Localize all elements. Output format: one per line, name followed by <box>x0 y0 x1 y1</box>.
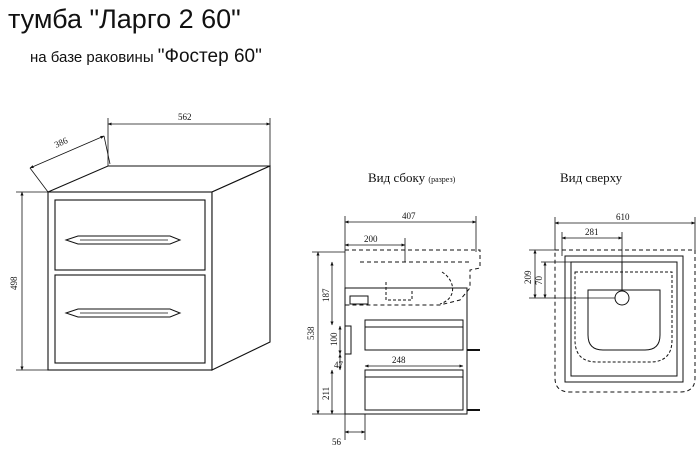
lower-handle <box>64 308 182 318</box>
dim-top-depth-inner: 70 <box>534 276 544 286</box>
dim-side-base: 56 <box>332 437 342 447</box>
side-view-label: Вид сбоку (разрез) <box>368 170 455 186</box>
dim-side-gap: 47 <box>334 360 344 370</box>
dim-iso-depth: 386 <box>53 135 70 150</box>
top-view-drawing <box>554 249 696 393</box>
dim-iso-width: 562 <box>178 112 192 122</box>
dim-side-sink-depth: 200 <box>364 234 378 244</box>
dim-top-width: 610 <box>616 212 630 222</box>
side-view-note: (разрез) <box>428 175 456 184</box>
upper-drawer-front <box>54 199 206 271</box>
side-view-title: Вид сбоку <box>368 170 426 185</box>
subtitle: на базе раковины "Фостер 60" <box>30 46 262 68</box>
dim-side-mid: 100 <box>329 332 339 346</box>
sink-name: "Фостер 60" <box>157 46 262 67</box>
dim-side-upper: 187 <box>321 288 331 302</box>
dim-top-sink-offset: 281 <box>585 227 599 237</box>
side-view-drawing <box>344 249 481 415</box>
upper-handle <box>64 235 182 245</box>
isometric-cabinet <box>47 165 271 371</box>
dim-side-depth: 407 <box>402 211 416 221</box>
dim-iso-height: 498 <box>9 276 19 290</box>
page-title: тумба "Ларго 2 60" <box>8 4 241 34</box>
dim-side-lower: 211 <box>321 387 331 400</box>
dim-side-height: 538 <box>306 326 316 340</box>
dim-side-drawer-depth: 248 <box>392 355 406 365</box>
subtitle-prefix: на базе раковины <box>30 49 154 66</box>
top-view-label: Вид сверху <box>560 170 623 185</box>
lower-drawer-front <box>54 274 206 364</box>
dim-top-depth: 209 <box>523 270 533 284</box>
